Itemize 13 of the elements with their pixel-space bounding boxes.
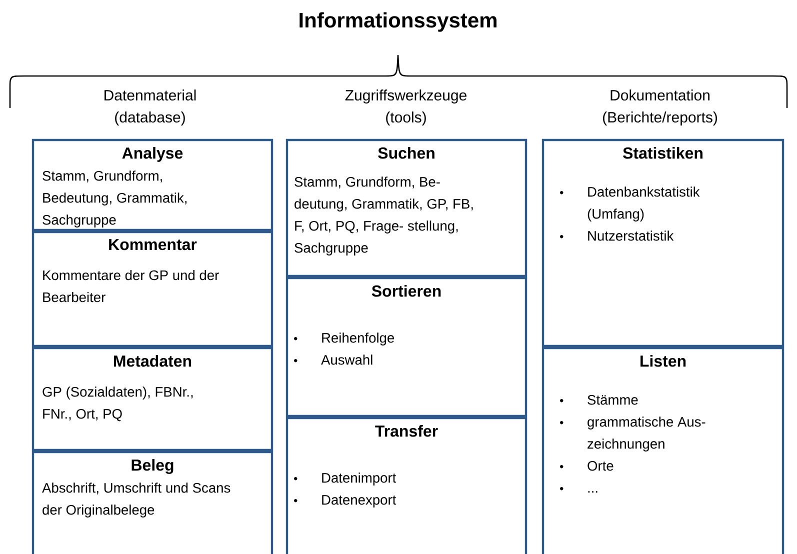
section-box: Listen Stämme grammatische Aus- zeichnungen Orte ... xyxy=(542,346,784,554)
column-header: Dokumentation (Berichte/reports) xyxy=(603,90,717,126)
section-box: Transfer Datenimport Datenexport xyxy=(286,416,528,554)
title: Informationssystem xyxy=(300,12,496,32)
section-box: Suchen Stamm, Grundform, Be- deutung, Grammatik, GP, FB, F, Ort, PQ, Frage- stellung, Sachgruppe xyxy=(286,138,528,278)
section-box: Analyse Stamm, Grundform, Bedeutung, Grammatik, Sachgruppe xyxy=(32,138,274,232)
section-box: Beleg Abschrift, Umschrift und Scans der Originalbelege xyxy=(32,450,274,554)
column-header: Datenmaterial (database) xyxy=(104,90,196,126)
section-box: Kommentar Kommentare der GP und der Bearbeiter xyxy=(32,230,274,348)
column-header: Zugriffswerkzeuge (tools) xyxy=(345,90,466,126)
section-box: Statistiken Datenbankstatistik (Umfang) Nutzerstatistik xyxy=(542,138,784,348)
section-box: Metadaten GP (Sozialdaten), FBNr., FNr., Ort, PQ xyxy=(32,346,274,452)
section-box: Sortieren Reihenfolge Auswahl xyxy=(286,276,528,418)
